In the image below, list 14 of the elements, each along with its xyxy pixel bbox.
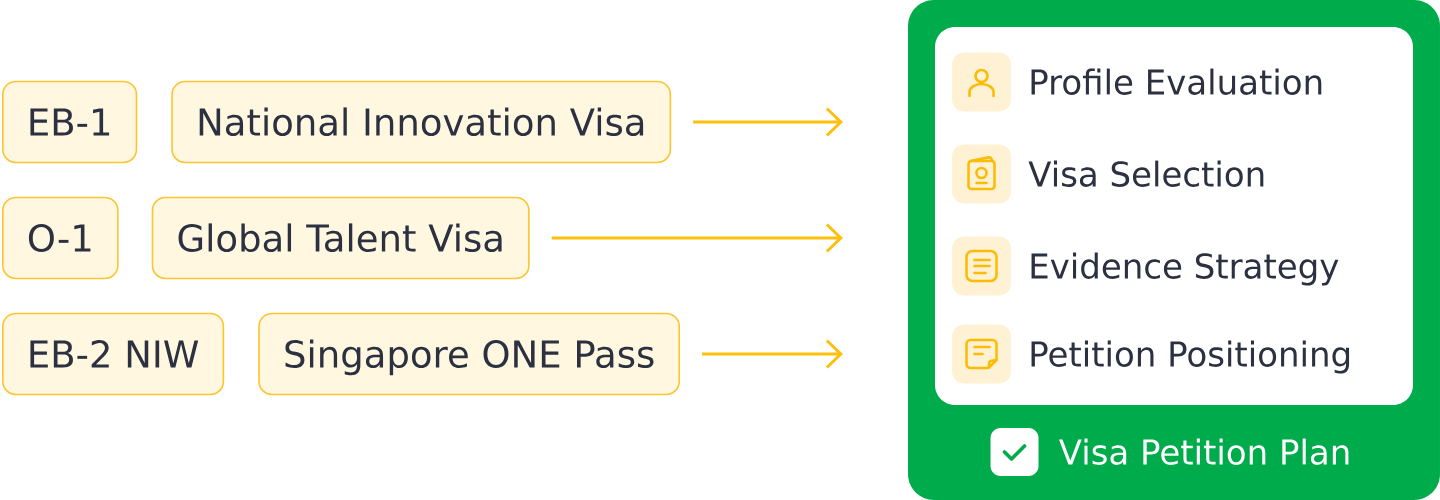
label-pill: EB-1 bbox=[2, 80, 138, 164]
list-item: Visa Selection bbox=[1028, 160, 1264, 187]
label-pill: EB-2 NIW bbox=[2, 312, 225, 396]
arrow bbox=[693, 107, 843, 137]
arrow bbox=[702, 339, 843, 369]
label-pill: Singapore ONE Pass bbox=[258, 312, 681, 396]
list-item: Profile Evaluation bbox=[1031, 68, 1322, 95]
label-pill: O-1 bbox=[2, 196, 119, 280]
panel-title: Visa Petition Plan bbox=[1059, 438, 1349, 465]
label-pill: Global Talent Visa bbox=[151, 196, 530, 280]
list-item: Evidence Strategy bbox=[1031, 252, 1339, 286]
label-pill: National Innovation Visa bbox=[171, 80, 672, 164]
arrow bbox=[551, 223, 843, 253]
list-item: Petition Positioning bbox=[1031, 340, 1350, 374]
